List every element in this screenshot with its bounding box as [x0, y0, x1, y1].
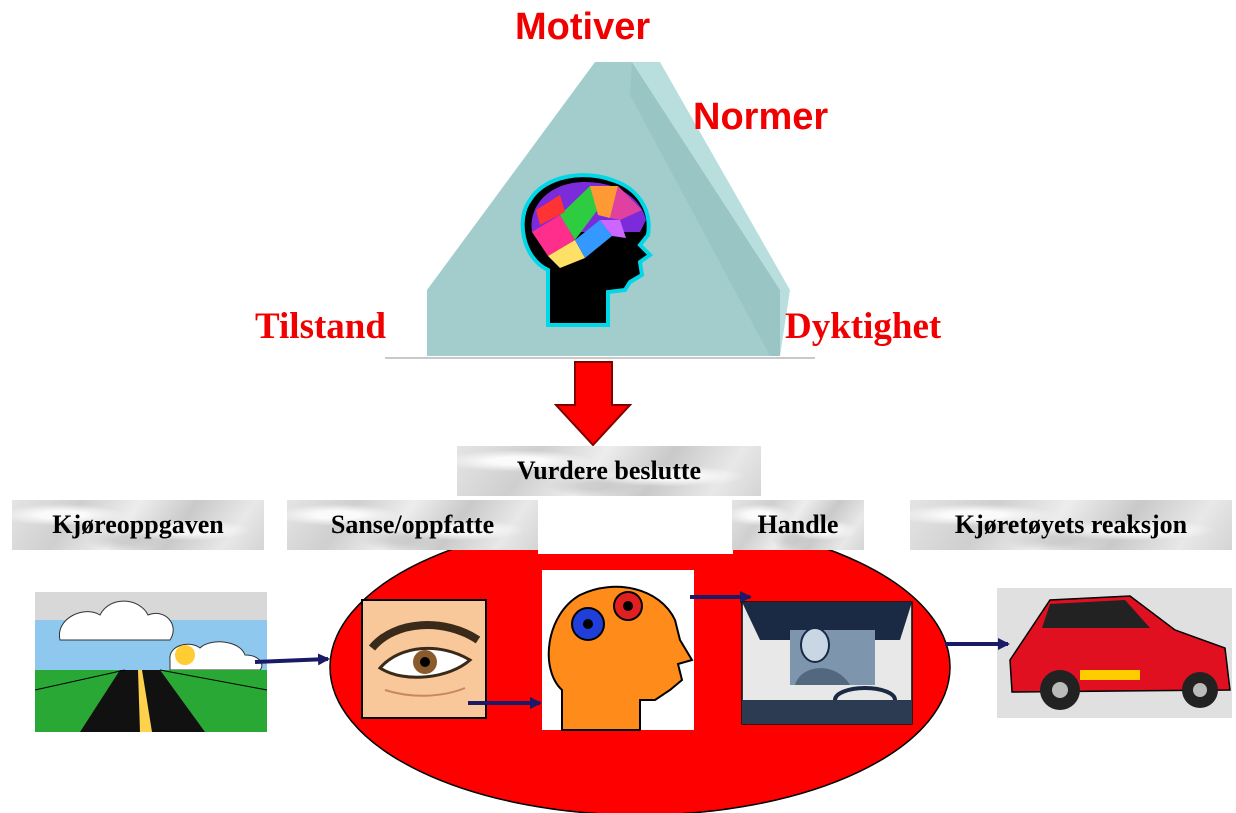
- eye-icon: [361, 599, 487, 719]
- stage-label-decide: Vurdere beslutte: [457, 446, 761, 496]
- flow-arrows: [254, 591, 1010, 709]
- brain-head-icon: [520, 173, 654, 327]
- stage-label-perceive: Sanse/oppfatte: [287, 500, 538, 550]
- label-motiver: Motiver: [515, 6, 651, 48]
- gears-head-icon: [542, 570, 694, 731]
- label-tilstand: Tilstand: [255, 306, 386, 347]
- label-dyktighet: Dyktighet: [785, 306, 942, 347]
- down-arrow-icon: [553, 361, 633, 447]
- driver-icon: [741, 601, 913, 725]
- car-icon: [997, 588, 1232, 718]
- label-normer: Normer: [693, 96, 829, 138]
- stage-label-act: Handle: [732, 500, 864, 550]
- road-scene-icon: [34, 592, 268, 732]
- stage-label-task: Kjøreoppgaven: [12, 500, 264, 550]
- arrow-task-to-perceive: [254, 653, 330, 666]
- stage-label-vehicle: Kjøretøyets reaksjon: [910, 500, 1232, 550]
- ellipse-notch: [538, 516, 733, 554]
